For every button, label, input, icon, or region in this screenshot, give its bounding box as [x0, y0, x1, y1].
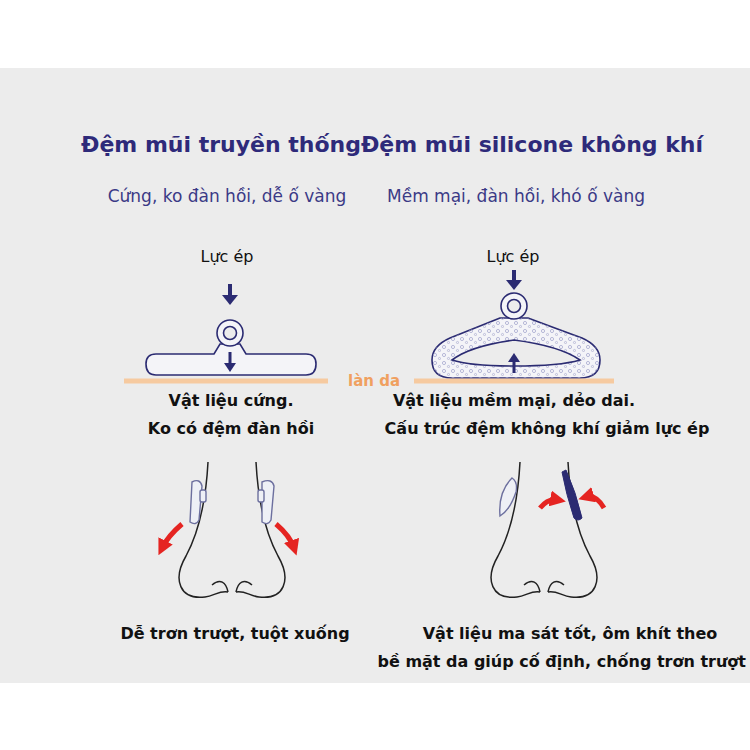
background-panel [0, 68, 750, 683]
skin-line [414, 379, 614, 384]
caption-text: Vật liệu ma sát tốt, ôm khít theo [423, 624, 718, 643]
grip-arrow [540, 496, 604, 508]
slip-arrow [162, 524, 294, 548]
caption-text: bề mặt da giúp cố định, chống trơn trượt [378, 652, 747, 671]
description-text: Ko có đệm đàn hồi [148, 419, 314, 438]
force-arrow [222, 284, 238, 305]
nose-pad [190, 481, 274, 524]
force-label: Lực ép [487, 247, 540, 266]
description-text: Vật liệu cứng. [169, 391, 294, 410]
column-heading: Đệm mũi silicone không khí [361, 132, 703, 158]
nose-pad [500, 470, 582, 520]
description-text: Vật liệu mềm mại, dẻo dai. [393, 391, 635, 410]
nose-drawing [491, 462, 597, 597]
nose-drawing [179, 462, 285, 597]
skin-label: làn da [345, 372, 403, 390]
force-arrow [506, 270, 522, 290]
caption-text: Dễ trơn trượt, tuột xuống [120, 624, 349, 643]
column-subheading: Mềm mại, đàn hồi, khó ố vàng [387, 186, 645, 206]
column-heading: Đệm mũi truyền thống [81, 132, 361, 158]
description-text: Cấu trúc đệm không khí giảm lực ép [385, 419, 710, 438]
air-cushion-pad [432, 293, 600, 378]
column-subheading: Cứng, ko đàn hồi, dễ ố vàng [108, 186, 347, 206]
rigid-nose-pad [146, 320, 316, 375]
force-label: Lực ép [201, 247, 254, 266]
skin-line [124, 379, 328, 384]
